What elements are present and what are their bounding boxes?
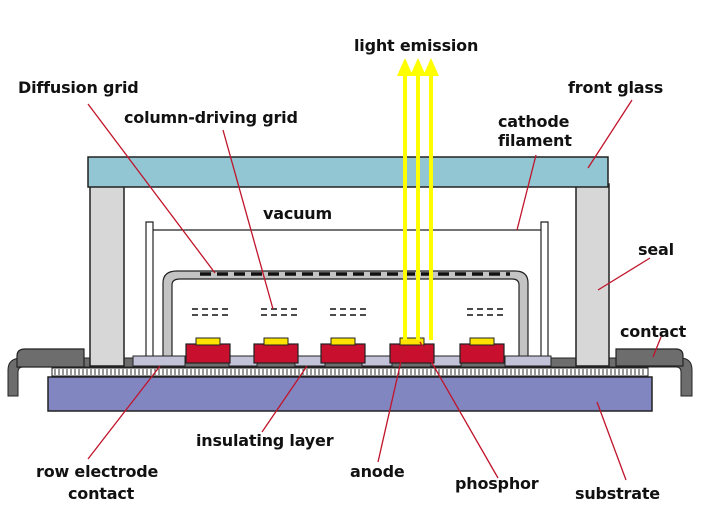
front-glass (87, 156, 609, 188)
substrate-label: substrate (575, 484, 660, 503)
insulating-pad (361, 355, 393, 367)
row-electrode-contact-label-line1: row electrode (36, 462, 159, 481)
leader-contact (652, 336, 662, 358)
leader-seal (597, 257, 651, 291)
cathode-post-right (540, 221, 549, 363)
front-glass-label: front glass (568, 78, 664, 97)
seal-label: seal (638, 240, 674, 259)
row-electrode-layer (51, 367, 649, 377)
leader-cathode-filament (516, 154, 537, 231)
phosphor-label: phosphor (455, 474, 539, 493)
leader-insulating-layer (261, 365, 308, 433)
leader-lines (87, 99, 662, 481)
cathode-filament-label-line1: cathode (498, 112, 570, 131)
cathode-post-left (145, 221, 154, 363)
left-contact (16, 348, 85, 368)
leader-column-driving-grid (222, 129, 274, 310)
column-driving-grid-label: column-driving grid (124, 108, 298, 127)
leader-phosphor (419, 341, 499, 479)
contact-label: contact (620, 322, 687, 341)
anode-segment-lit (389, 337, 435, 364)
light-emission-label: light emission (354, 36, 479, 55)
insulating-layer-label: insulating layer (196, 431, 334, 450)
leader-row-electrode-contact (87, 365, 161, 460)
insulating-pad (228, 355, 258, 367)
anode-label: anode (350, 462, 405, 481)
anode-segment (185, 337, 231, 364)
anode-segment (320, 337, 366, 364)
leader-substrate (596, 401, 627, 481)
row-electrode-contact-label-line2: contact (68, 484, 135, 503)
insulating-pad (504, 355, 552, 367)
substrate (47, 376, 653, 412)
light-emission-beams (397, 58, 439, 340)
vacuum-label: vacuum (263, 204, 332, 223)
leader-diffusion-grid (87, 103, 216, 274)
cathode-filament-label-line2: filament (498, 131, 572, 150)
leader-anode (377, 347, 405, 463)
seal-right (575, 183, 610, 367)
seal-left (89, 183, 125, 367)
leader-front-glass (587, 99, 633, 169)
insulating-pad (132, 355, 186, 367)
column-driving-grid (192, 308, 504, 316)
insulating-pad (430, 355, 462, 367)
right-contact (615, 348, 684, 367)
anode-segment (459, 337, 505, 364)
diffusion-grid-label: Diffusion grid (18, 78, 139, 97)
anode-segment (253, 337, 299, 364)
